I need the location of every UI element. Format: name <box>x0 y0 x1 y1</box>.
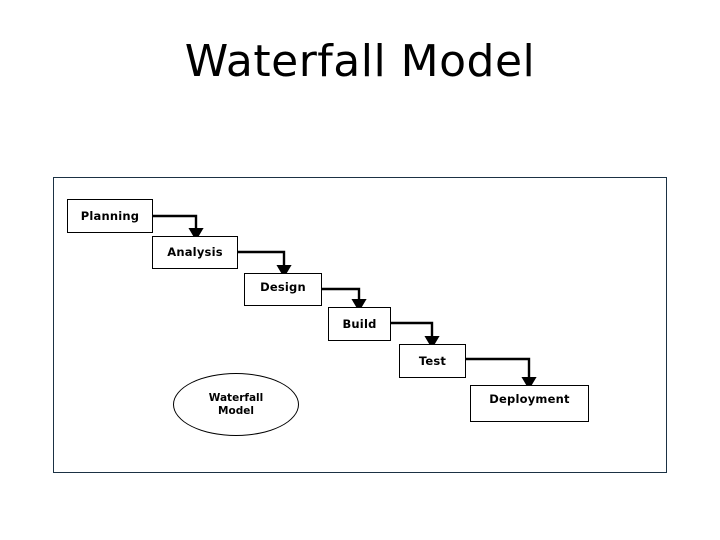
connector-design-to-build <box>322 287 367 312</box>
connector-planning-to-analysis <box>153 214 204 241</box>
stage-box-design: Design <box>244 273 322 306</box>
stage-box-analysis: Analysis <box>152 236 238 269</box>
waterfall-model-ellipse: Waterfall Model <box>173 373 299 436</box>
stage-label-test: Test <box>418 353 447 368</box>
stage-box-planning: Planning <box>67 199 153 233</box>
stage-box-deployment: Deployment <box>470 385 589 422</box>
stage-box-test: Test <box>399 344 466 378</box>
stage-label-design: Design <box>260 280 306 294</box>
stage-box-build: Build <box>328 307 391 341</box>
connector-analysis-to-design <box>238 250 292 278</box>
waterfall-model-ellipse-label: Waterfall Model <box>208 391 264 417</box>
page-title: Waterfall Model <box>184 36 536 87</box>
stage-label-analysis: Analysis <box>167 245 223 259</box>
connector-test-to-deployment <box>466 357 537 390</box>
connector-build-to-test <box>391 321 440 349</box>
stage-label-planning: Planning <box>80 208 140 223</box>
stage-label-deployment: Deployment <box>489 392 570 406</box>
connector-group <box>153 214 537 390</box>
stage-label-build: Build <box>342 316 377 331</box>
